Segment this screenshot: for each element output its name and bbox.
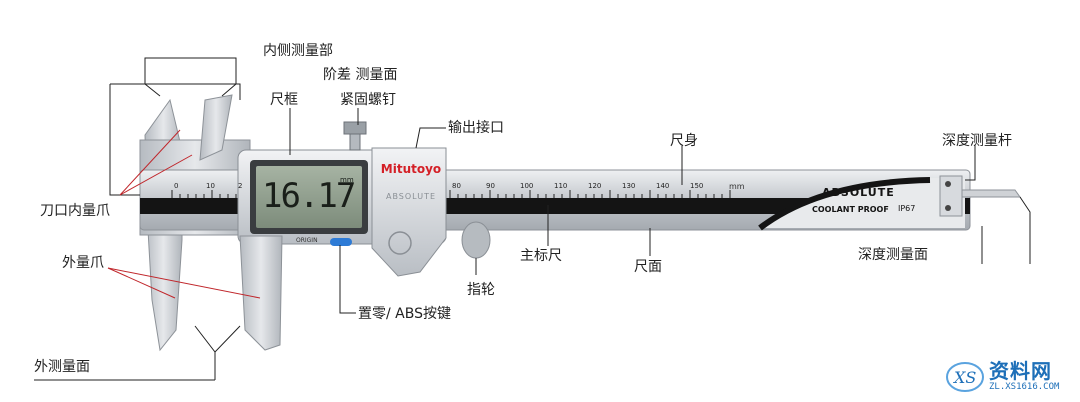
scale-number: 140	[656, 182, 670, 190]
red-leader-lines	[107, 129, 261, 299]
label-origin-abs-button: 置零/ ABS按键	[358, 306, 451, 322]
scale-number: 0	[174, 182, 179, 190]
scale-number: 10	[206, 182, 215, 190]
scale-number: 2	[238, 182, 243, 190]
faceplate-text: ABSOLUTE	[385, 192, 437, 201]
annotation-lines	[34, 57, 1031, 381]
scale-number: 90	[486, 182, 495, 190]
label-scale-face: 尺面	[634, 259, 662, 275]
label-step-face: 阶差 测量面	[323, 67, 398, 83]
lcd-unit: mm	[340, 176, 354, 184]
watermark-title: 资料网	[989, 359, 1052, 383]
brand-logo: Mitutoyo	[380, 162, 442, 176]
scale-number: 80	[452, 182, 461, 190]
label-knife-edge-jaws: 刀口内量爪	[40, 203, 110, 219]
label-thumb-roller: 指轮	[467, 282, 495, 298]
watermark-logo-icon: XS	[946, 362, 984, 392]
label-depth-rod: 深度测量杆	[942, 133, 1012, 149]
label-inner-jaw-part: 内侧测量部	[263, 43, 333, 59]
svg-text:XS: XS	[952, 368, 976, 387]
label-lock-screw: 紧固螺钉	[340, 92, 396, 108]
label-outside-jaws: 外量爪	[62, 255, 104, 271]
slider-body	[199, 94, 491, 351]
lcd-readout: 16.17	[262, 176, 356, 216]
label-depth-face: 深度测量面	[858, 247, 928, 263]
origin-button-shape[interactable]	[330, 238, 352, 246]
scale-number: 110	[554, 182, 568, 190]
label-slider: 尺框	[270, 92, 298, 108]
label-output-port: 输出接口	[448, 120, 504, 136]
scale-number: 130	[622, 182, 636, 190]
main-scale-ticks	[171, 190, 731, 198]
label-main-scale: 主标尺	[520, 248, 562, 264]
origin-label: ORIGIN	[296, 237, 318, 244]
label-outside-face: 外测量面	[34, 359, 90, 375]
scale-unit-label: mm	[729, 182, 745, 191]
watermark-url: ZL.XS1616.COM	[989, 382, 1060, 392]
ip-badge: IP67	[898, 204, 916, 213]
watermark: XS 资料网 ZL.XS1616.COM	[945, 355, 1075, 399]
coolant-text: COOLANT PROOF	[812, 205, 889, 214]
scale-number: 150	[690, 182, 704, 190]
label-beam: 尺身	[670, 133, 698, 149]
scale-number: 100	[520, 182, 534, 190]
beam-logo: ABSOLUTE	[822, 186, 895, 199]
scale-number: 120	[588, 182, 602, 190]
depth-rod	[961, 189, 1021, 198]
